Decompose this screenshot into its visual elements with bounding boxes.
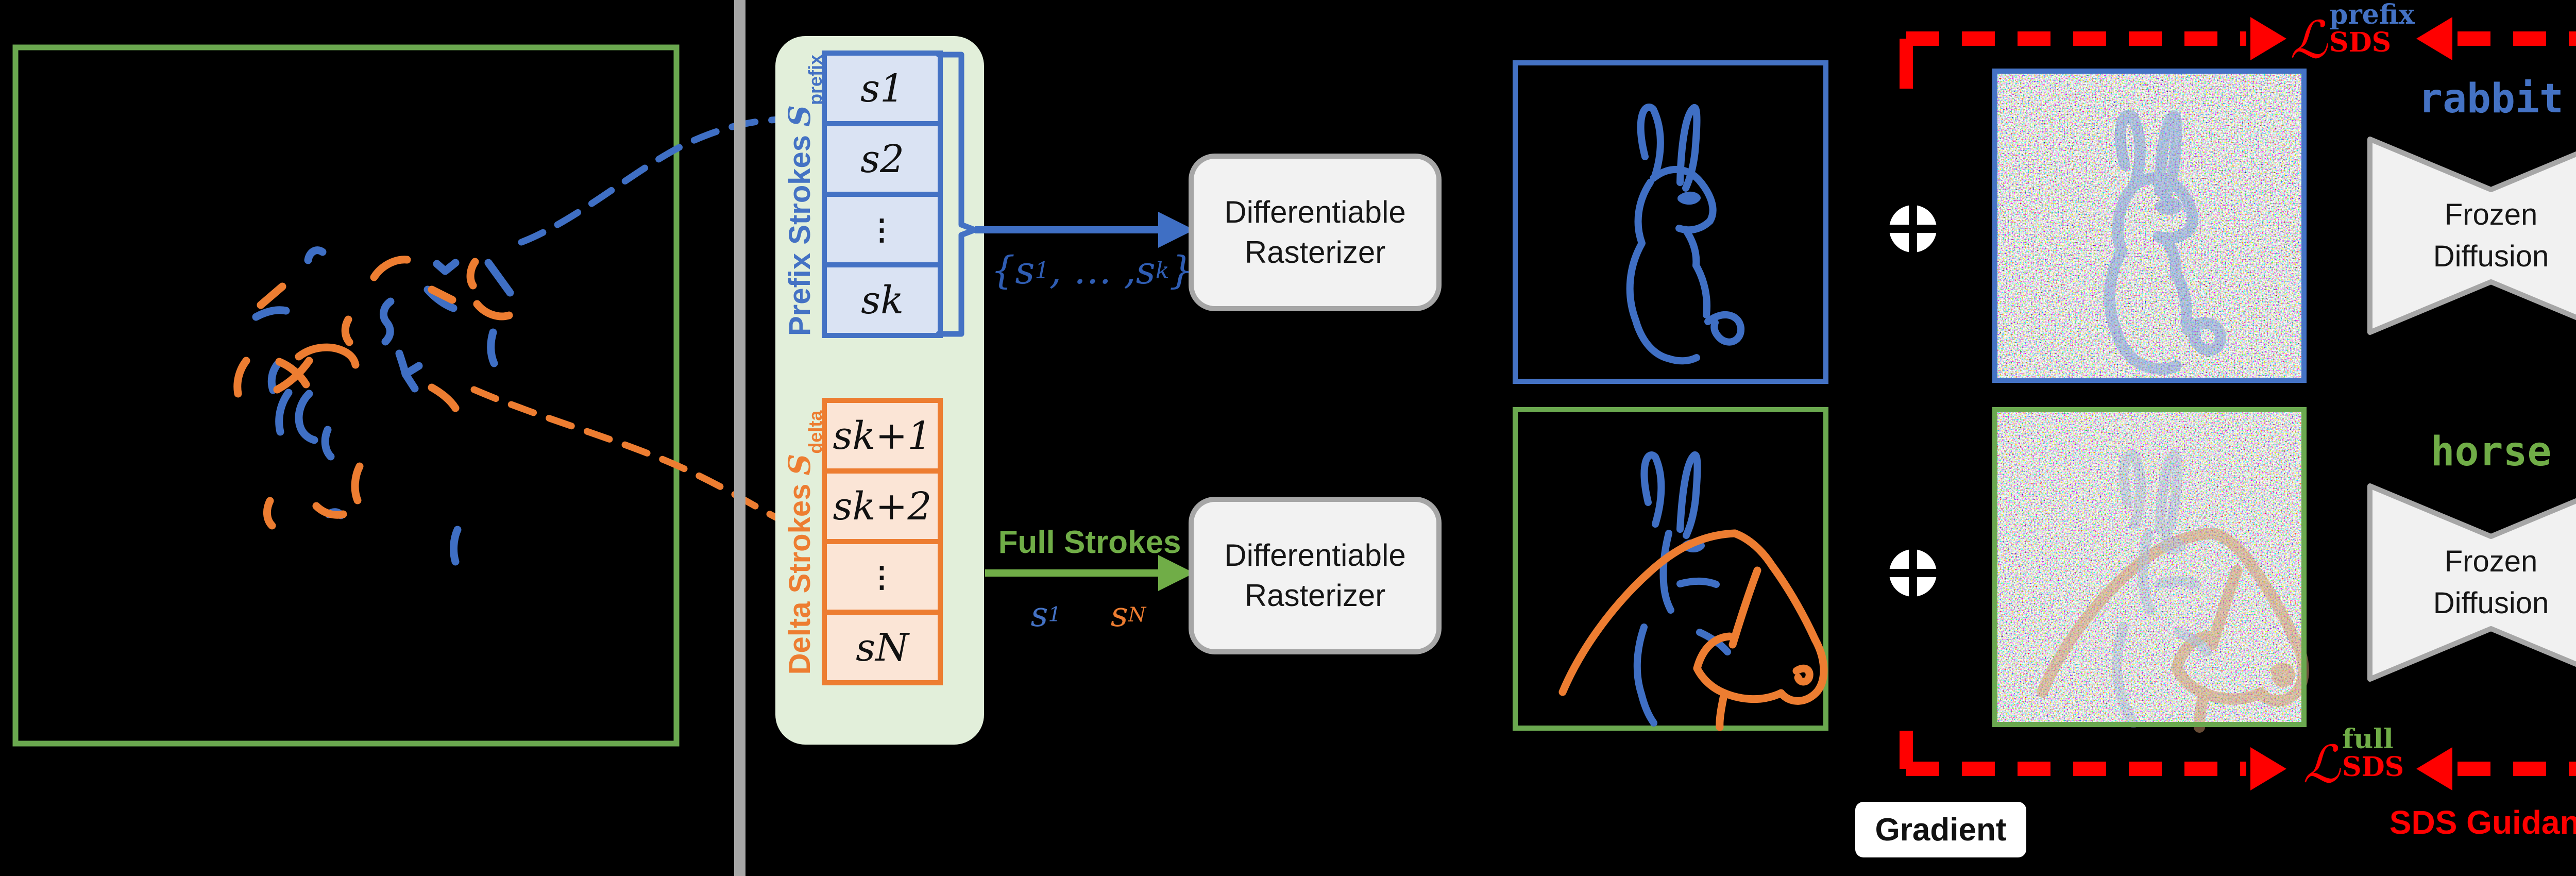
loss-full-label: ℒ full SDS (2303, 723, 2404, 795)
noised-horse-latent (1992, 407, 2304, 727)
delta-stack-title-s: S (782, 453, 817, 476)
prefix-loss-arrow (1900, 17, 2576, 89)
oplus-icon (1879, 195, 1947, 263)
rabbit-sketch-frame (1513, 60, 1828, 384)
delta-stack-title-words: Delta Strokes (783, 483, 817, 675)
frozen-diffusion-box-bottom (2367, 483, 2576, 682)
delta-stack (822, 398, 943, 685)
horse-sketch-frame (1513, 407, 1828, 731)
frozen-diffusion-label-top: Frozen Diffusion (2433, 198, 2549, 273)
rabbit-sketch (1630, 107, 1741, 361)
prefix-selection-dashed-curve (518, 115, 797, 246)
sds-guidance-formula: SDS Guidance ℒ SDS = ℒ prefix SDS + ℒ fu… (2389, 803, 2576, 841)
prefix-stack-title-sub: prefix (805, 55, 826, 105)
source-canvas-frame (12, 44, 680, 747)
prefix-arrow (975, 212, 1194, 248)
scattered-strokes (233, 246, 514, 566)
gradient-box: Gradient (1855, 802, 2026, 857)
frozen-diffusion-box-top (2367, 137, 2576, 335)
prefix-stack (822, 50, 943, 338)
loss-prefix-label: ℒ prefix SDS (2290, 0, 2415, 70)
delta-selection-dashed-curve (470, 386, 797, 529)
prompt-horse: horse (2430, 429, 2552, 475)
prompt-rabbit: rabbit (2418, 76, 2564, 122)
vertical-divider (734, 0, 745, 876)
rasterizer-label-top: Differentiable Rasterizer (1224, 195, 1406, 269)
rasterizer-box-top (1189, 154, 1442, 311)
delta-stack-title-sub: delta (805, 410, 826, 454)
frozen-diffusion-label-bottom: Frozen Diffusion (2433, 545, 2549, 620)
rasterizer-label-bottom: Differentiable Rasterizer (1224, 538, 1406, 613)
prefix-stack-title-s: S (782, 105, 817, 127)
prefix-stack-title-words: Prefix Strokes (783, 134, 817, 336)
full-strokes-label: Full Strokes (998, 524, 1181, 560)
oplus-icon (1879, 539, 1947, 607)
full-loss-arrow (1900, 731, 2576, 790)
horse-sketch (1563, 455, 1824, 727)
stack-cell-dots: ⋮ (867, 213, 897, 246)
stack-cell-dots2: ⋮ (867, 560, 897, 593)
noised-rabbit-latent (1992, 69, 2307, 383)
rasterizer-box-bottom (1189, 497, 1442, 654)
full-strokes-arrow (985, 555, 1194, 591)
